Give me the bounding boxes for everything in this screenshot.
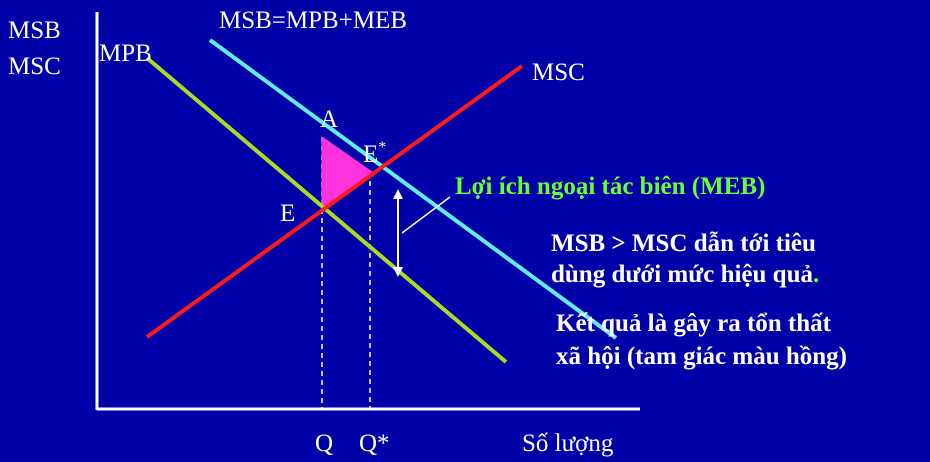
note-line-1: MSB > MSC dẫn tới tiêu xyxy=(551,230,816,257)
mpb-curve xyxy=(145,56,508,364)
point-a-label: A xyxy=(320,106,338,133)
point-e-star-superscript: * xyxy=(378,139,386,156)
msb-curve-label: MSB=MPB+MEB xyxy=(219,7,407,34)
note-line-4: xã hội (tam giác màu hồng) xyxy=(556,343,847,370)
mpb-curve-label: MPB xyxy=(99,40,152,67)
msc-curve-label: MSC xyxy=(532,59,585,86)
tick-label-q: Q xyxy=(315,430,333,457)
msb-curve xyxy=(208,38,618,340)
msc-curve xyxy=(145,64,524,339)
point-e-star-label: E* xyxy=(363,139,386,168)
note-line-3: Kết quả là gây ra tổn thất xyxy=(556,310,832,337)
x-axis-label: Số lượng xyxy=(522,430,614,457)
note-line-2-dot: . xyxy=(813,261,819,288)
point-e-label: E xyxy=(280,200,295,227)
point-e-star-base: E xyxy=(363,141,378,168)
y-axis-label-msc: MSC xyxy=(8,53,61,80)
meb-label: Lợi ích ngoại tác biên (MEB) xyxy=(455,173,765,200)
note-line-2: dùng dưới mức hiệu quả. xyxy=(551,261,819,288)
y-axis-label-msb: MSB xyxy=(8,17,61,44)
note-line-2-main: dùng dưới mức hiệu quả xyxy=(551,261,813,288)
tick-label-q-star: Q* xyxy=(359,430,390,457)
meb-pointer-line xyxy=(401,196,451,234)
